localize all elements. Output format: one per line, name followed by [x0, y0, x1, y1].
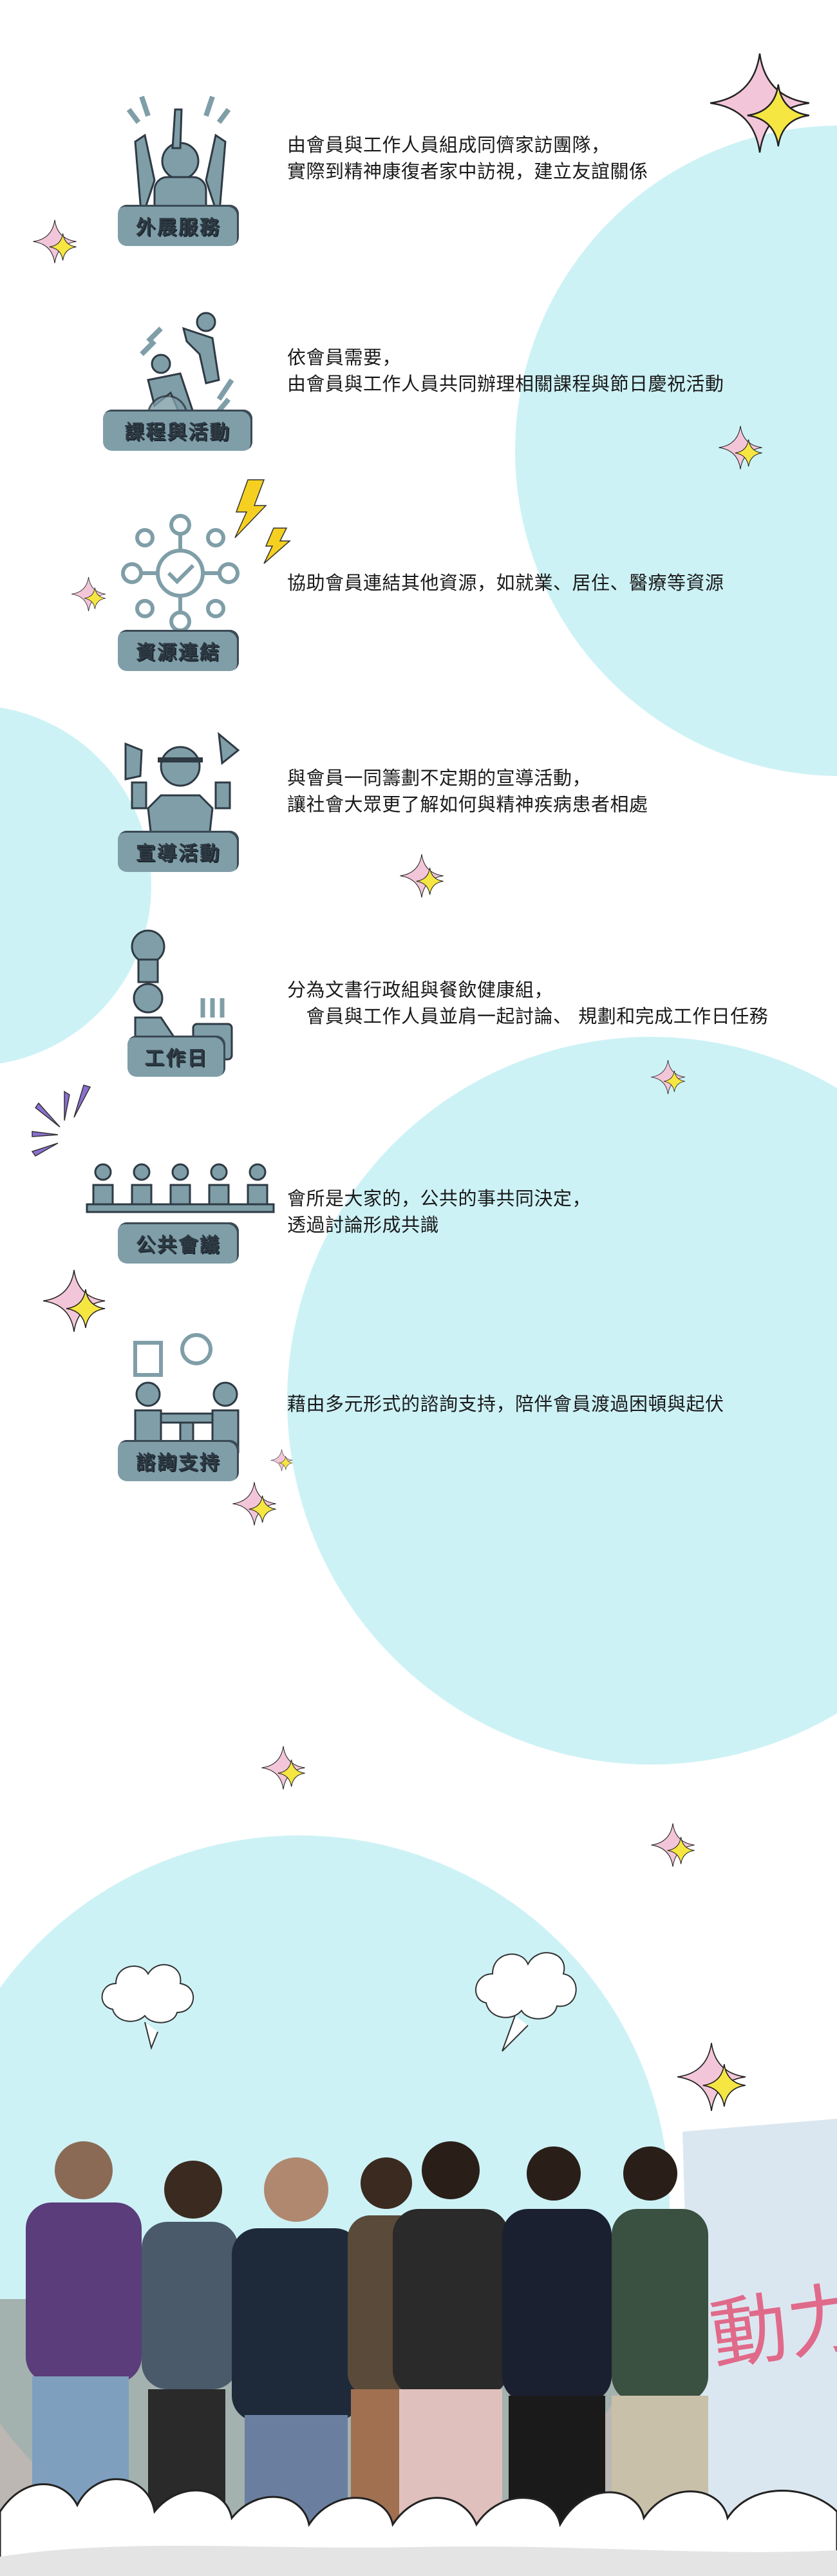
- sparkle-icon: [32, 219, 82, 271]
- sparkle-icon: [708, 52, 822, 167]
- bottom-cloud-border: [0, 2478, 837, 2576]
- service-label: 諮詢支持: [118, 1440, 239, 1481]
- description-line: 藉由多元形式的諮詢支持，陪伴會員渡過困頓與起伏: [287, 1393, 724, 1415]
- service-description: 協助會員連結其他資源，如就業、居住、醫療等資源: [287, 570, 724, 596]
- thought-cloud-icon: [101, 1964, 194, 2050]
- description-line: 由會員與工作人員共同辦理相關課程與節日慶祝活動: [287, 373, 724, 395]
- consultation-icon: [133, 1333, 240, 1456]
- description-line: 會所是大家的，公共的事共同決定，: [287, 1188, 592, 1209]
- network-check-icon: [121, 514, 240, 632]
- description-line: 分為文書行政組與餐飲健康組，: [287, 979, 554, 1001]
- service-label: 公共會議: [118, 1222, 239, 1264]
- sparkle-icon: [270, 1449, 296, 1477]
- service-label: 課程與活動: [103, 410, 252, 451]
- description-line: 透過討論形成共識: [287, 1214, 440, 1236]
- description-line: 協助會員連結其他資源，如就業、居住、醫療等資源: [287, 572, 724, 594]
- service-label: 宣導活動: [118, 831, 239, 872]
- service-label: 資源連結: [118, 630, 239, 671]
- description-line: 讓社會大眾更了解如何與精神疾病患者相處: [287, 793, 648, 815]
- burst-icon: [31, 1084, 91, 1157]
- bg-circle-top-right: [515, 126, 837, 776]
- service-description: 依會員需要， 由會員與工作人員共同辦理相關課程與節日慶祝活動: [287, 345, 724, 397]
- sparkle-icon: [232, 1481, 281, 1533]
- service-description: 藉由多元形式的諮詢支持，陪伴會員渡過困頓與起伏: [287, 1391, 724, 1417]
- sparkle-icon: [650, 1059, 690, 1101]
- bg-circle-middle: [287, 1037, 837, 1765]
- banner-logo-text: 動力: [705, 2272, 837, 2382]
- service-description: 與會員一同籌劃不定期的宣導活動， 讓社會大眾更了解如何與精神疾病患者相處: [287, 765, 648, 818]
- meeting-table-icon: [86, 1163, 275, 1213]
- description-line: 實際到精神康復者家中訪視，建立友誼關係: [287, 160, 648, 182]
- service-description: 會所是大家的，公共的事共同決定， 透過討論形成共識: [287, 1186, 591, 1238]
- lightning-icon: [234, 479, 291, 564]
- sparkle-icon: [42, 1269, 113, 1342]
- sparkle-icon: [399, 853, 449, 905]
- sparkle-icon: [718, 425, 767, 477]
- service-description: 分為文書行政組與餐飲健康組， 會員與工作人員並肩一起討論、 規劃和完成工作日任務: [287, 977, 768, 1030]
- description-line: 會員與工作人員並肩一起討論、 規劃和完成工作日任務: [287, 1005, 769, 1027]
- description-line: 與會員一同籌劃不定期的宣導活動，: [287, 767, 592, 789]
- sparkle-icon: [650, 1823, 700, 1875]
- service-label: 工作日: [127, 1036, 225, 1077]
- sparkle-icon: [261, 1745, 310, 1797]
- description-line: 依會員需要，: [287, 346, 402, 368]
- service-label: 外展服務: [118, 205, 239, 246]
- description-line: 由會員與工作人員組成同儕家訪團隊，: [287, 134, 610, 156]
- bg-circle-left: [0, 707, 151, 1064]
- thought-cloud-icon: [475, 1952, 577, 2052]
- service-description: 由會員與工作人員組成同儕家訪團隊， 實際到精神康復者家中訪視，建立友誼關係: [287, 132, 648, 185]
- sparkle-icon: [71, 576, 110, 618]
- sparkle-icon: [676, 2041, 754, 2122]
